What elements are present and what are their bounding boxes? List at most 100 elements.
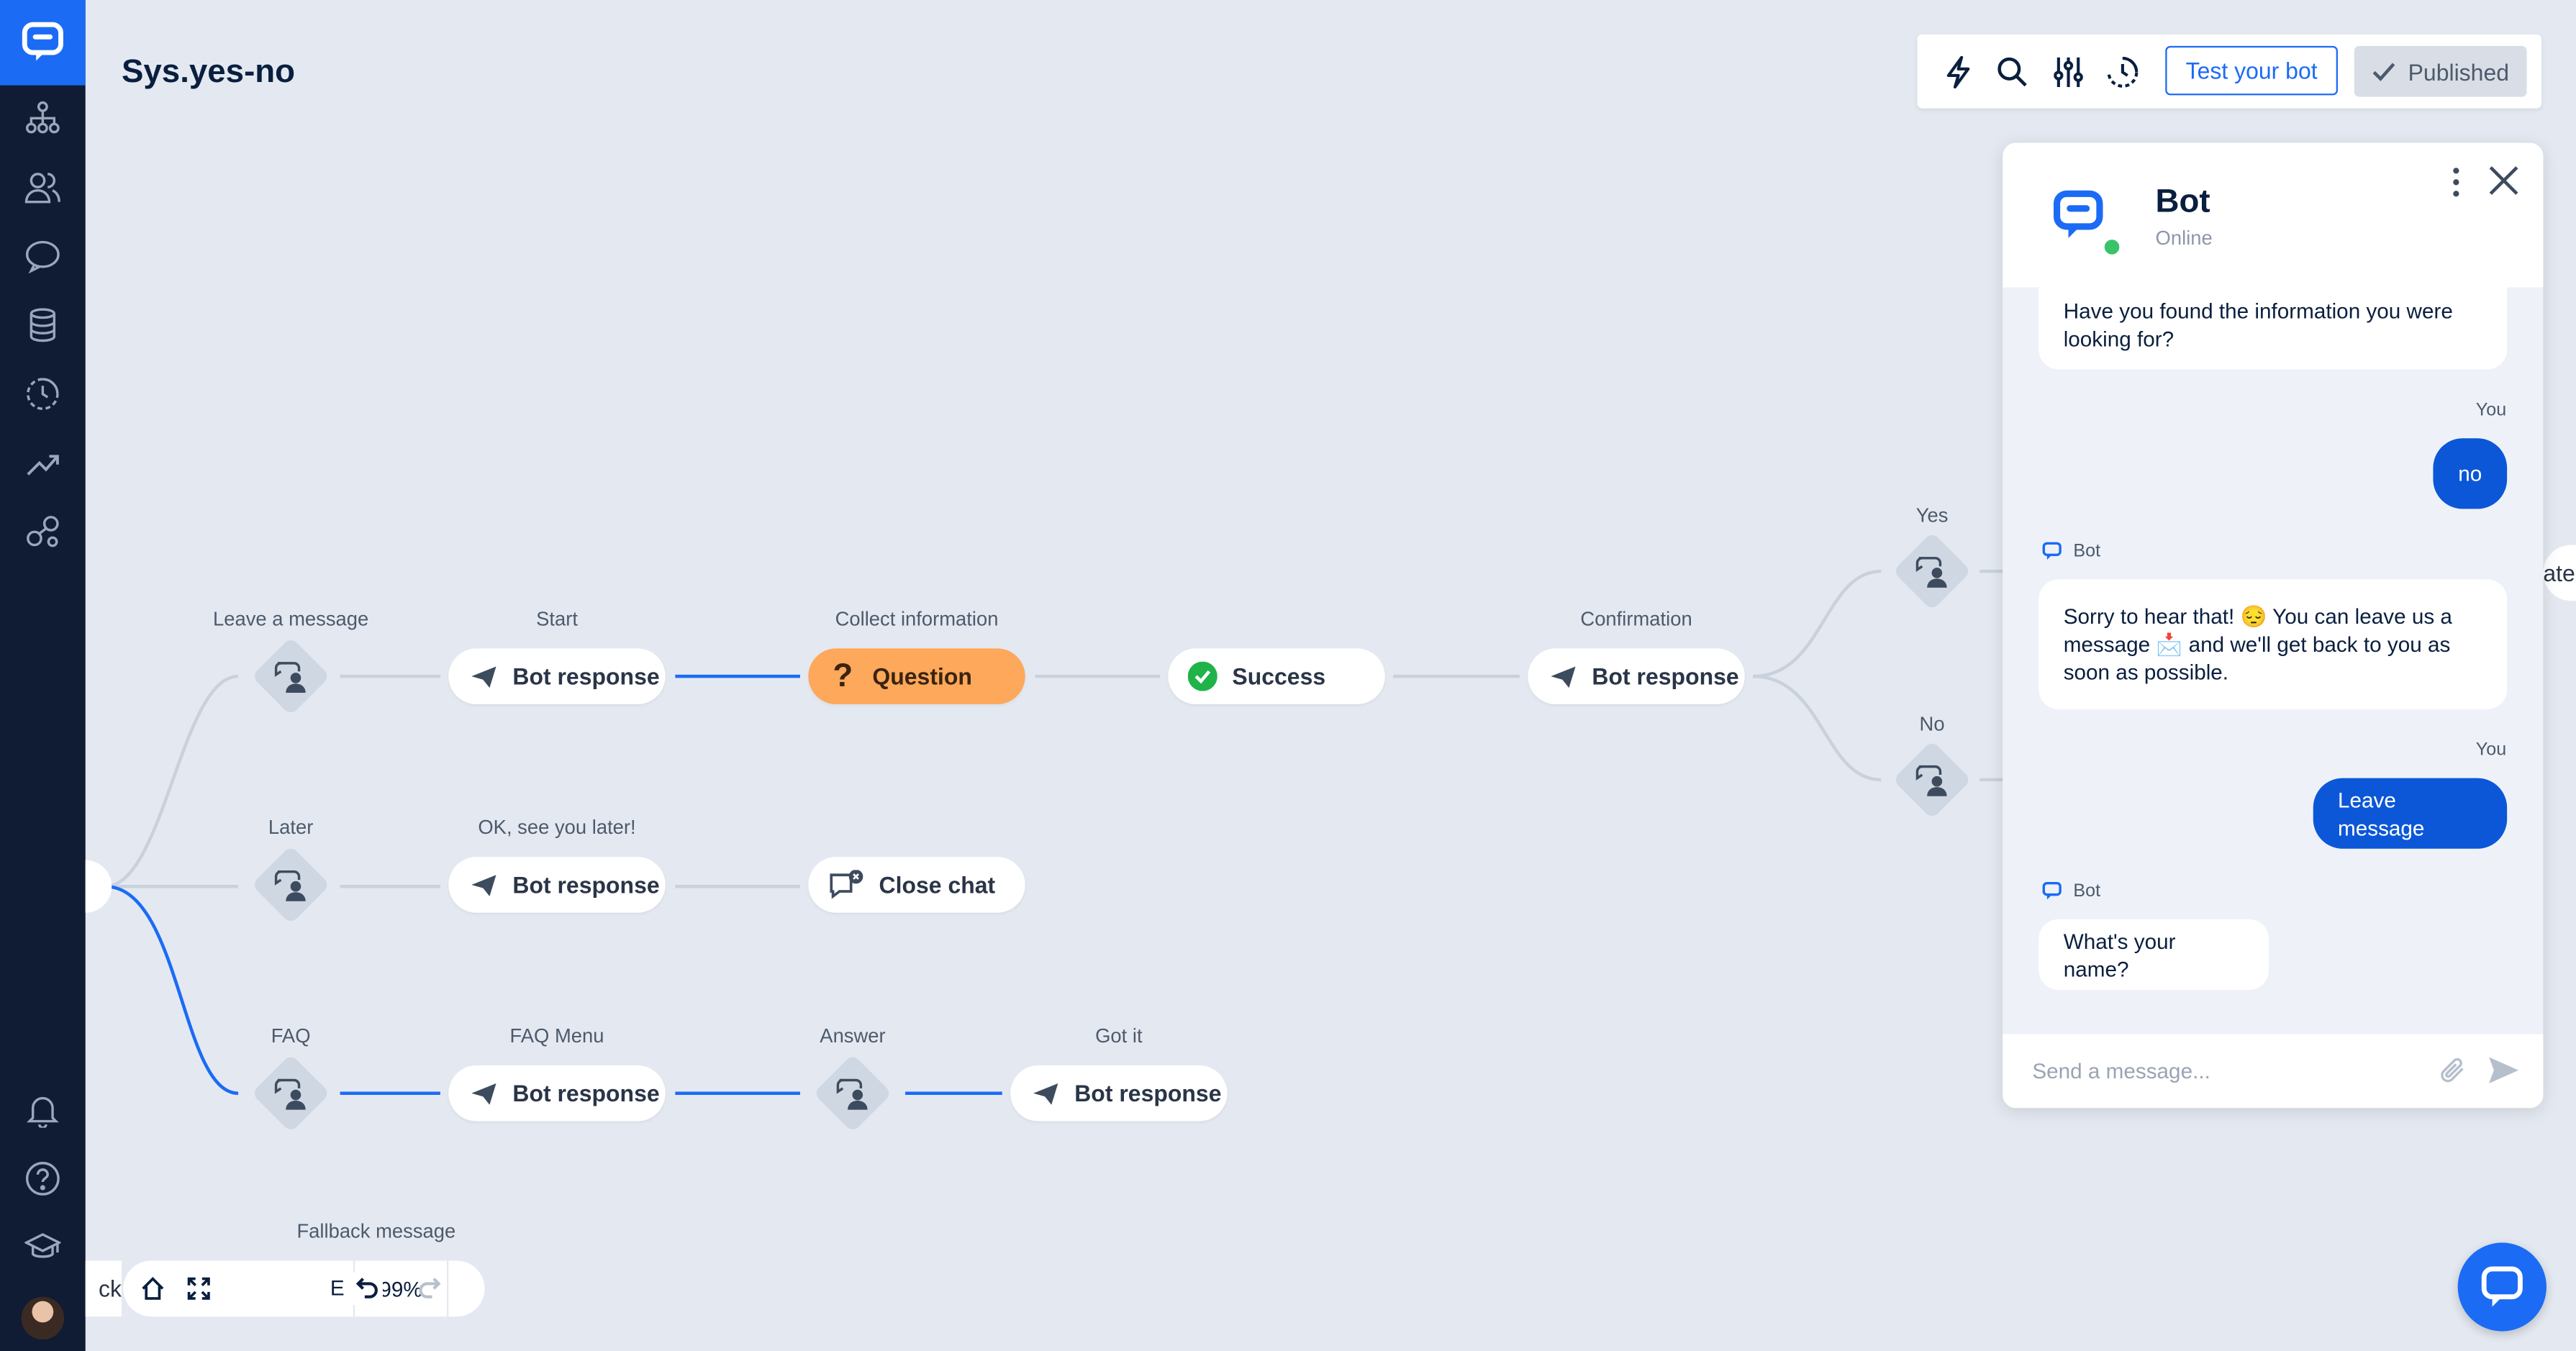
user-message: no xyxy=(2433,438,2508,509)
redo-icon[interactable] xyxy=(414,1272,447,1305)
hidden-node-partial: E xyxy=(330,1275,345,1301)
published-button[interactable]: Published xyxy=(2354,45,2527,97)
search-icon[interactable] xyxy=(1995,54,2031,90)
user-chat-icon xyxy=(274,870,306,901)
flow-label: Later xyxy=(268,816,314,840)
message-input[interactable]: Send a message... xyxy=(2003,1034,2544,1109)
flow-label: Answer xyxy=(820,1024,886,1047)
user-chat-icon xyxy=(1915,765,1947,796)
academy-icon[interactable] xyxy=(22,1227,64,1269)
user-chat-icon xyxy=(274,1078,306,1110)
undo-icon[interactable] xyxy=(350,1272,383,1306)
user-message: Leave message xyxy=(2313,778,2508,849)
bot-message: What's your name? xyxy=(2038,919,2269,990)
flow-label: Confirmation xyxy=(1580,607,1692,631)
send-icon xyxy=(468,662,498,691)
bot-response-node[interactable]: Bot response xyxy=(448,857,666,913)
history-icon[interactable] xyxy=(22,373,64,415)
database-icon[interactable] xyxy=(22,304,64,346)
message-input-placeholder: Send a message... xyxy=(2032,1058,2210,1084)
message-sender: Bot xyxy=(2073,881,2101,901)
zoom-controls: 99% E xyxy=(123,1260,485,1317)
node-label: Question xyxy=(872,663,972,690)
success-node[interactable]: Success xyxy=(1168,648,1385,704)
send-icon[interactable] xyxy=(2487,1055,2521,1085)
send-icon xyxy=(468,1078,498,1108)
sliders-icon[interactable] xyxy=(2050,54,2086,90)
bot-response-node[interactable]: Bot response xyxy=(1010,1065,1228,1122)
flow-label: Fallback message xyxy=(296,1219,456,1243)
check-icon xyxy=(2372,62,2395,81)
reports-icon[interactable] xyxy=(22,442,64,484)
more-options-icon[interactable] xyxy=(2446,165,2466,199)
bot-response-node[interactable]: Bot response xyxy=(448,648,666,704)
success-check-icon xyxy=(1187,661,1217,691)
integrations-icon[interactable] xyxy=(22,511,64,553)
send-icon xyxy=(468,870,498,899)
chat-status: Online xyxy=(2155,226,2213,250)
node-label: Close chat xyxy=(879,871,996,899)
flow-label: No xyxy=(1919,712,1945,736)
fallback-node-partial[interactable]: ck xyxy=(85,1260,122,1317)
user-chat-icon xyxy=(274,662,306,693)
app-logo-icon[interactable] xyxy=(0,0,86,86)
bot-small-icon xyxy=(2042,881,2062,900)
send-icon xyxy=(1548,662,1577,691)
online-status-dot xyxy=(2101,236,2123,258)
question-mark-icon: ? xyxy=(833,657,853,694)
flow-label: Leave a message xyxy=(212,607,369,631)
chat-icon[interactable] xyxy=(22,235,64,277)
message-sender: You xyxy=(2475,740,2507,760)
chat-widget-button[interactable] xyxy=(2457,1242,2546,1332)
flows-icon[interactable] xyxy=(22,97,64,140)
node-label: Bot response xyxy=(512,663,660,690)
send-icon xyxy=(1030,1078,1060,1108)
close-icon[interactable] xyxy=(2485,163,2521,199)
bot-small-icon xyxy=(2042,542,2062,560)
bot-logo-icon xyxy=(2053,190,2103,238)
zoom-value: 99% xyxy=(379,1276,422,1301)
node-label: Bot response xyxy=(1074,1080,1222,1107)
close-chat-node[interactable]: Close chat xyxy=(808,857,1025,913)
flow-label: FAQ Menu xyxy=(509,1024,604,1047)
bot-message: Sorry to hear that! 😔 You can leave us a… xyxy=(2038,579,2508,709)
node-label: Bot response xyxy=(512,1080,660,1107)
message-sender: You xyxy=(2475,400,2507,421)
sidebar xyxy=(0,0,86,1351)
bot-response-node[interactable]: Bot response xyxy=(448,1065,666,1122)
user-chat-icon xyxy=(836,1078,868,1110)
avatar[interactable] xyxy=(21,1296,65,1340)
attachment-icon[interactable] xyxy=(2438,1055,2467,1085)
test-chat-panel: Bot Online Have you found the informatio… xyxy=(2003,142,2544,1109)
chat-header: Bot Online xyxy=(2003,142,2544,288)
flow-label: FAQ xyxy=(271,1024,311,1047)
flow-label: Start xyxy=(536,607,578,631)
help-icon[interactable] xyxy=(22,1157,64,1200)
people-icon[interactable] xyxy=(22,165,64,208)
question-node[interactable]: ? Question xyxy=(808,648,1025,704)
node-label: Bot response xyxy=(512,871,660,899)
node-label: Bot response xyxy=(1592,663,1739,690)
fullscreen-icon[interactable] xyxy=(182,1272,215,1305)
published-label: Published xyxy=(2408,58,2510,85)
home-icon[interactable] xyxy=(137,1272,170,1305)
node-label: Success xyxy=(1232,663,1326,690)
flow-label: Got it xyxy=(1095,1024,1143,1047)
top-toolbar: Test your bot Published xyxy=(1917,34,2542,109)
page-title: Sys.yes-no xyxy=(121,54,296,91)
bot-response-node[interactable]: Bot response xyxy=(1528,648,1745,704)
chat-bot-name: Bot xyxy=(2155,183,2210,220)
flow-label: Yes xyxy=(1915,504,1949,527)
bot-message: Have you found the information you were … xyxy=(2038,278,2508,370)
close-chat-icon xyxy=(828,870,864,899)
bell-icon[interactable] xyxy=(22,1088,64,1131)
test-your-bot-button[interactable]: Test your bot xyxy=(2165,45,2338,96)
user-chat-icon xyxy=(1915,557,1947,588)
flow-label: Collect information xyxy=(835,607,999,631)
bolt-icon[interactable] xyxy=(1940,54,1976,90)
message-sender: Bot xyxy=(2073,542,2101,562)
history-icon[interactable] xyxy=(2105,54,2141,90)
flow-label: OK, see you later! xyxy=(478,816,636,840)
chat-bubble-icon xyxy=(2481,1266,2523,1307)
